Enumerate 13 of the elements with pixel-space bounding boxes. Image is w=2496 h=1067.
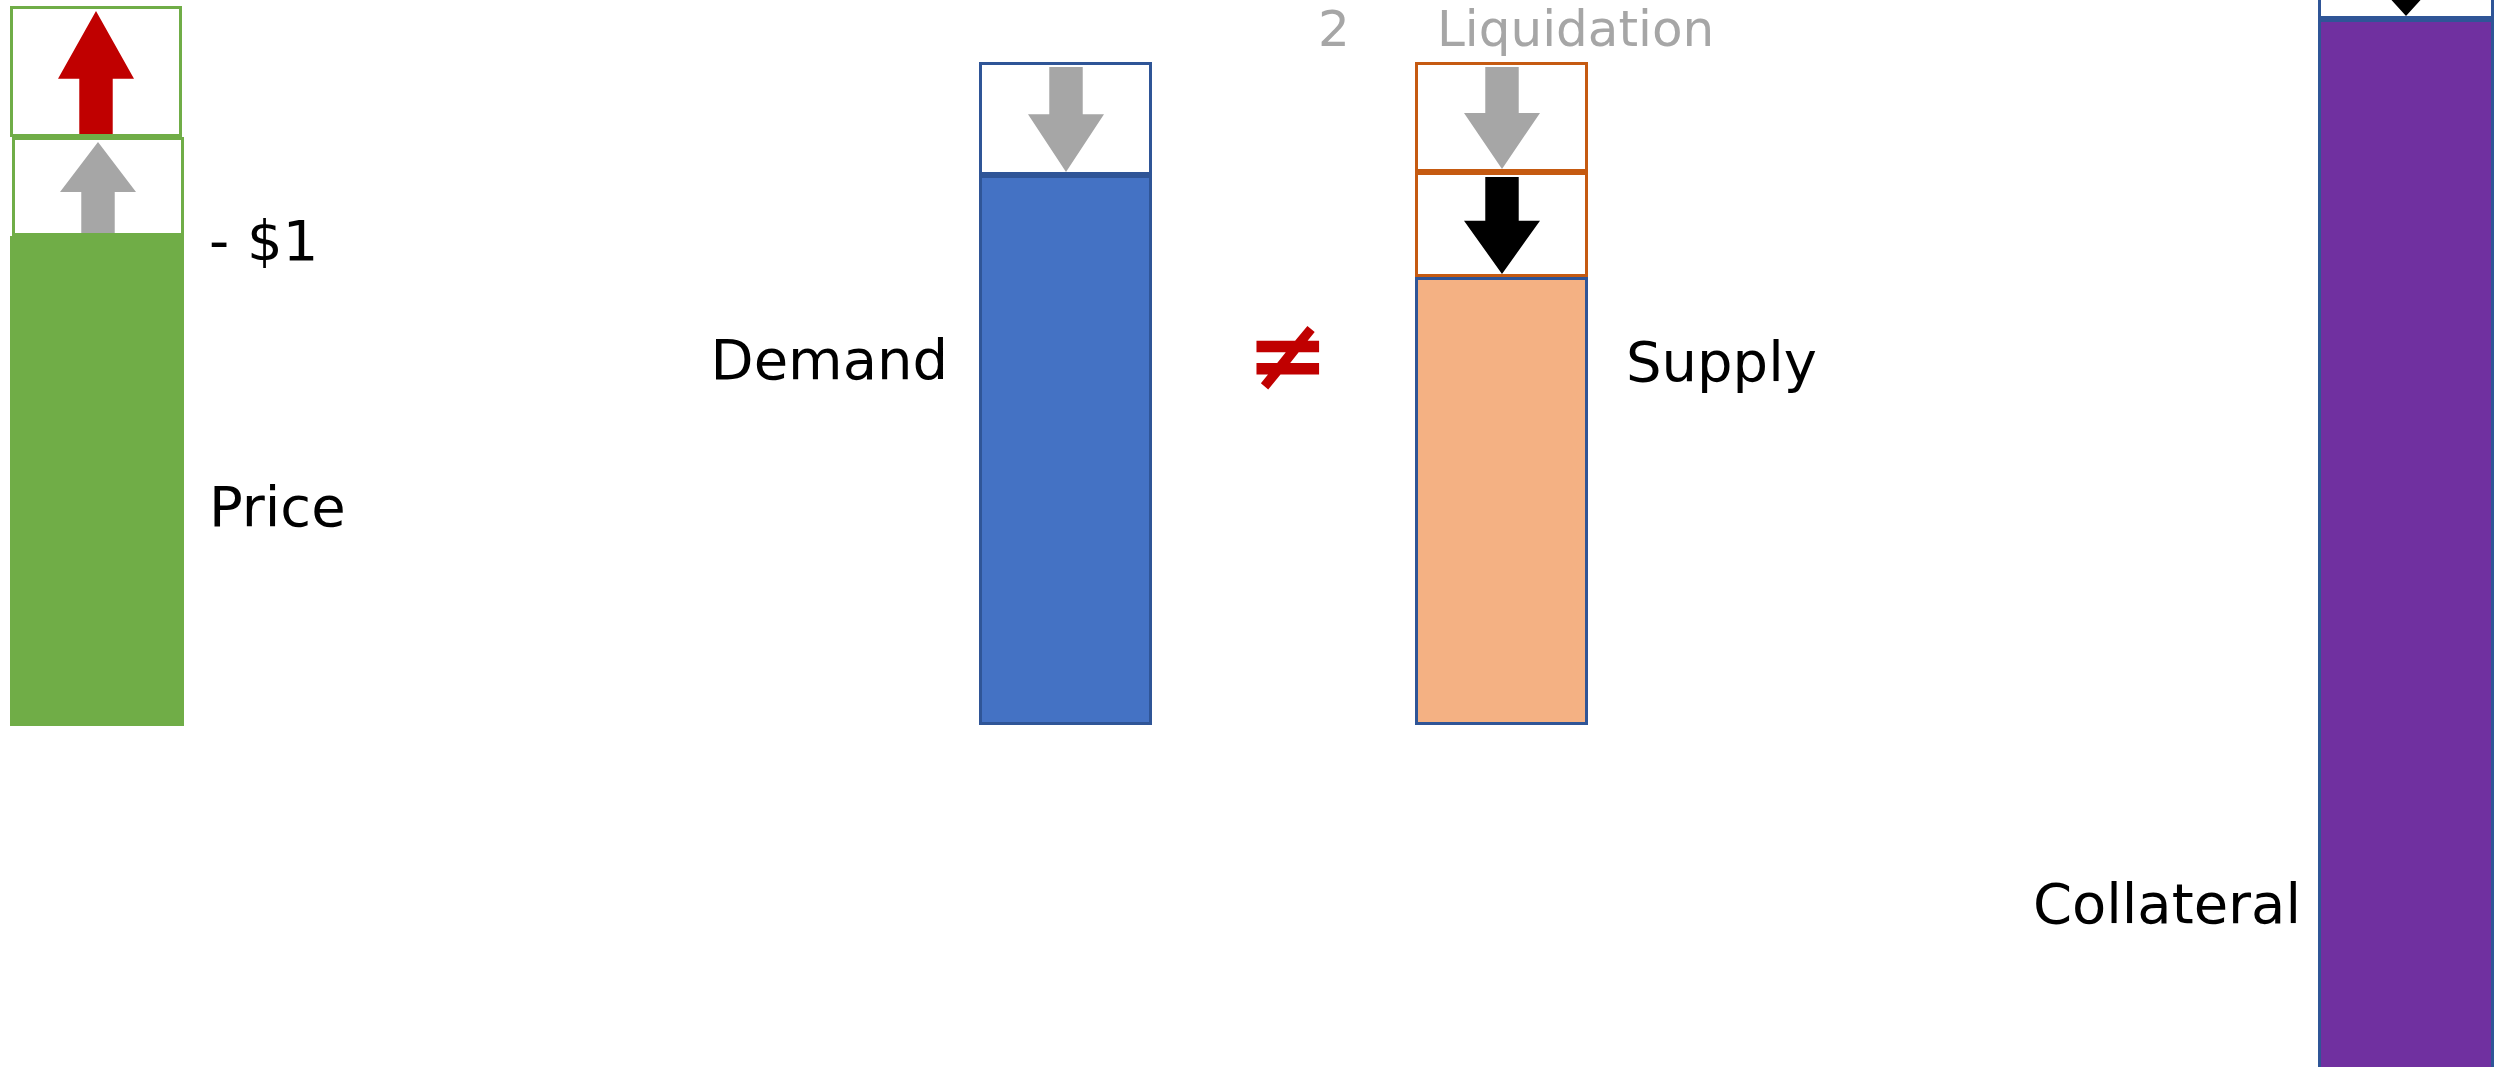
segment-box: [979, 62, 1152, 175]
segment-box: [1415, 172, 1588, 277]
step-number: 2: [1318, 2, 1350, 57]
segment-box: [10, 6, 182, 137]
bar-caption: Supply: [1626, 330, 1817, 395]
bar-caption: Collateral: [2032, 872, 2301, 937]
bar-caption: Price: [209, 475, 346, 540]
segment-box: [12, 137, 184, 236]
step-title: Liquidation: [1437, 2, 1715, 57]
bar-caption: - $1: [209, 209, 319, 274]
not-equal-sign: ≠: [1246, 300, 1330, 410]
segment-box: [1415, 62, 1588, 172]
bar-caption: Demand: [710, 328, 948, 393]
